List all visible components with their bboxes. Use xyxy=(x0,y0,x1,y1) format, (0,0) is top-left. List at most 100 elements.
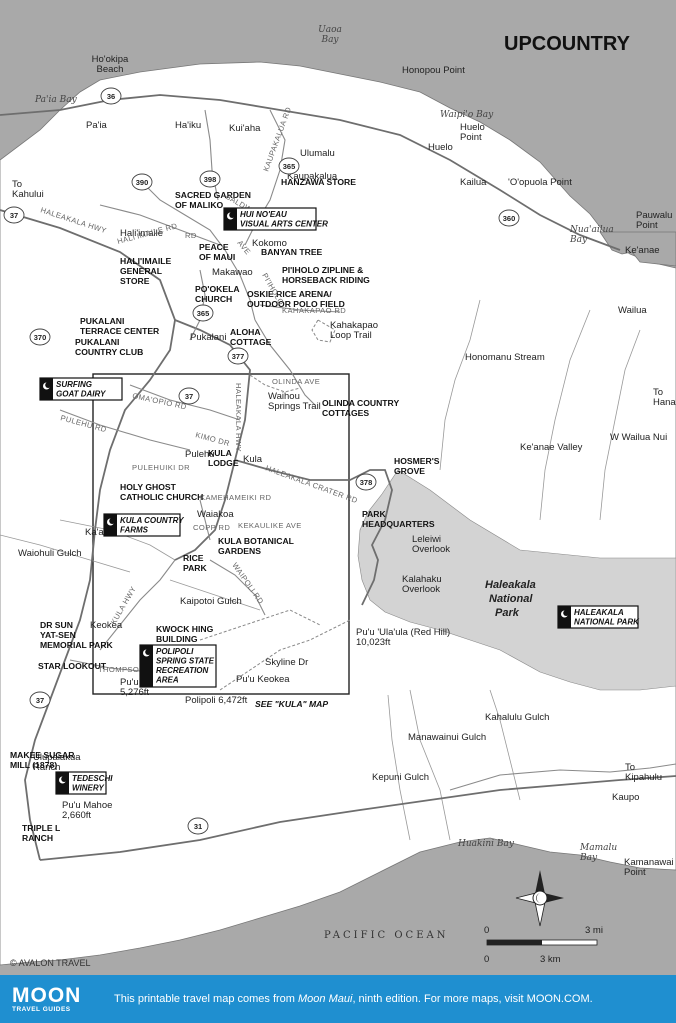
waiohuli-gulch-line-1: Waiohuli Gulch xyxy=(18,548,82,559)
ulupalakua-ranch-line-2: Ranch xyxy=(33,762,60,773)
ulumalu-line-1: Ulumalu xyxy=(300,148,335,159)
coast-keanae xyxy=(599,231,676,267)
oskie-rice: OSKIE RICE ARENA/OUTDOOR POLO FIELD xyxy=(247,289,345,309)
stream-honomanu xyxy=(439,299,481,471)
road-hwy-37-west xyxy=(0,209,176,861)
manawainui-gulch: Manawainui Gulch xyxy=(408,732,486,743)
makawao: Makawao xyxy=(212,267,253,278)
star-lookout: STAR LOOKOUT xyxy=(38,661,107,671)
kaupakalua-line-1: Kaupakalua xyxy=(287,171,338,182)
moon-logo[interactable]: MOON TRAVEL GUIDES xyxy=(0,975,108,1023)
road-halimaile xyxy=(99,204,221,246)
makee-sugar-mill-line-1: MAKEE SUGAR xyxy=(10,750,75,760)
road-hwy-390 xyxy=(139,179,256,321)
makawao-line-1: Makawao xyxy=(212,267,253,278)
bay-paia-line-1: Pa'ia Bay xyxy=(34,95,78,105)
leleiwi-overlook-line-1: Leleiwi xyxy=(412,534,441,545)
kalahaku-overlook-line-1: Kalahaku xyxy=(402,574,442,585)
kaipotoi-gulch-line-1: Kaipotoi Gulch xyxy=(180,596,242,607)
road-kula-hwy xyxy=(99,559,176,651)
banyan-tree: BANYAN TREE xyxy=(261,247,323,257)
highway-shield-number: 360 xyxy=(503,214,516,223)
highway-shield-icon: 377 xyxy=(227,347,249,365)
haiku-line-1: Ha'iku xyxy=(175,120,201,131)
road-copp-rd: COPP RD xyxy=(193,523,230,532)
ocean-label: PACIFIC OCEAN xyxy=(324,930,448,941)
highway-shield-icon: 378 xyxy=(355,473,377,491)
stream-wailua-nui xyxy=(599,329,641,521)
highway-shield-icon: 37 xyxy=(178,387,200,405)
puu-ulaula: Pu'u 'Ula'ula (Red Hill)10,023ft xyxy=(356,627,450,648)
to-kipahulu-line-2: Kipahulu xyxy=(625,772,662,783)
holy-ghost-line-2: CATHOLIC CHURCH xyxy=(120,492,203,502)
kula-lodge-line-1: KULA xyxy=(208,448,232,458)
polipoli-park-line-1: POLIPOLI xyxy=(156,647,194,656)
wailua: Wailua xyxy=(618,305,647,316)
stream-keanae xyxy=(539,309,591,521)
keanae-line-1: Ke'anae xyxy=(625,245,660,256)
keanae-valley-line-1: Ke'anae Valley xyxy=(520,442,583,453)
bay-paia: Pa'ia Bay xyxy=(34,95,78,105)
halimaile-store-line-3: STORE xyxy=(120,276,150,286)
kula-botanical-line-2: GARDENS xyxy=(218,546,261,556)
makee-sugar-mill-line-2: MILL (1878) xyxy=(10,760,57,770)
kaupakalua: Kaupakalua xyxy=(287,171,338,182)
polipoli-park-line-4: AREA xyxy=(155,676,179,685)
ulumalu: Ulumalu xyxy=(300,148,335,159)
footer-text-before: This printable travel map comes from xyxy=(114,993,299,1005)
huelo: Huelo xyxy=(428,142,453,153)
skyline-dr: Skyline Dr xyxy=(265,657,308,668)
road-hwy-378 xyxy=(234,459,393,606)
highway-shield-icon: 37 xyxy=(29,691,51,709)
bay-huakini-line-1: Huakini Bay xyxy=(457,839,515,849)
highway-shield-number: 370 xyxy=(34,333,47,342)
highway-shield-icon: 398 xyxy=(199,170,221,188)
park-label-line-3: Park xyxy=(495,607,520,619)
olinda-cottages-line-2: COTTAGES xyxy=(322,408,369,418)
stream-kahalulu xyxy=(489,689,521,801)
puu-mahoe-line-2: 2,660ft xyxy=(62,810,91,821)
surfing-goat-line-2: GOAT DAIRY xyxy=(56,390,106,399)
paia: Pa'ia xyxy=(86,120,108,131)
hui-noeau-line-1: HUI NO'EAU xyxy=(240,210,287,219)
haiku: Ha'iku xyxy=(175,120,201,131)
highway-shield-number: 378 xyxy=(360,478,373,487)
pukalani-terrace-line-1: PUKALANI xyxy=(80,316,124,326)
kahakapao-loop-line-2: Loop Trail xyxy=(330,330,372,341)
keanae: Ke'anae xyxy=(625,245,660,256)
kaipotoi-gulch: Kaipotoi Gulch xyxy=(180,596,242,607)
surfing-goat-line-1: SURFING xyxy=(56,380,92,389)
polipoli-park-line-3: RECREATION xyxy=(156,666,209,675)
kepuni-gulch: Kepuni Gulch xyxy=(372,772,429,783)
manawainui-gulch-line-1: Manawainui Gulch xyxy=(408,732,486,743)
tedeschi-winery-line-1: TEDESCHI xyxy=(72,774,113,783)
halimaile-line-1: Hali'imaile xyxy=(120,228,163,239)
highway-shield-number: 365 xyxy=(197,309,210,318)
compass-rose-icon xyxy=(515,870,564,927)
highway-shield-number: 37 xyxy=(185,392,193,401)
oopuola-point: 'O'opuola Point xyxy=(508,177,572,188)
kula-botanical-line-1: KULA BOTANICAL xyxy=(218,536,294,546)
sacred-garden-line-2: OF MALIKO xyxy=(175,200,224,210)
polipoli: Polipoli 6,472ft xyxy=(185,695,248,706)
holy-ghost-line-1: HOLY GHOST xyxy=(120,482,177,492)
scale-km-zero: 0 xyxy=(484,954,489,965)
puu-makua-line-2: 5,276ft xyxy=(120,687,149,698)
haleakala-np-callout-line-1: HALEAKALA xyxy=(574,608,624,617)
w-wailua-nui-line-1: W Wailua Nui xyxy=(610,432,667,443)
pauwalu-point-line-2: Point xyxy=(636,220,658,231)
huelo-point-line-1: Huelo xyxy=(460,122,485,133)
